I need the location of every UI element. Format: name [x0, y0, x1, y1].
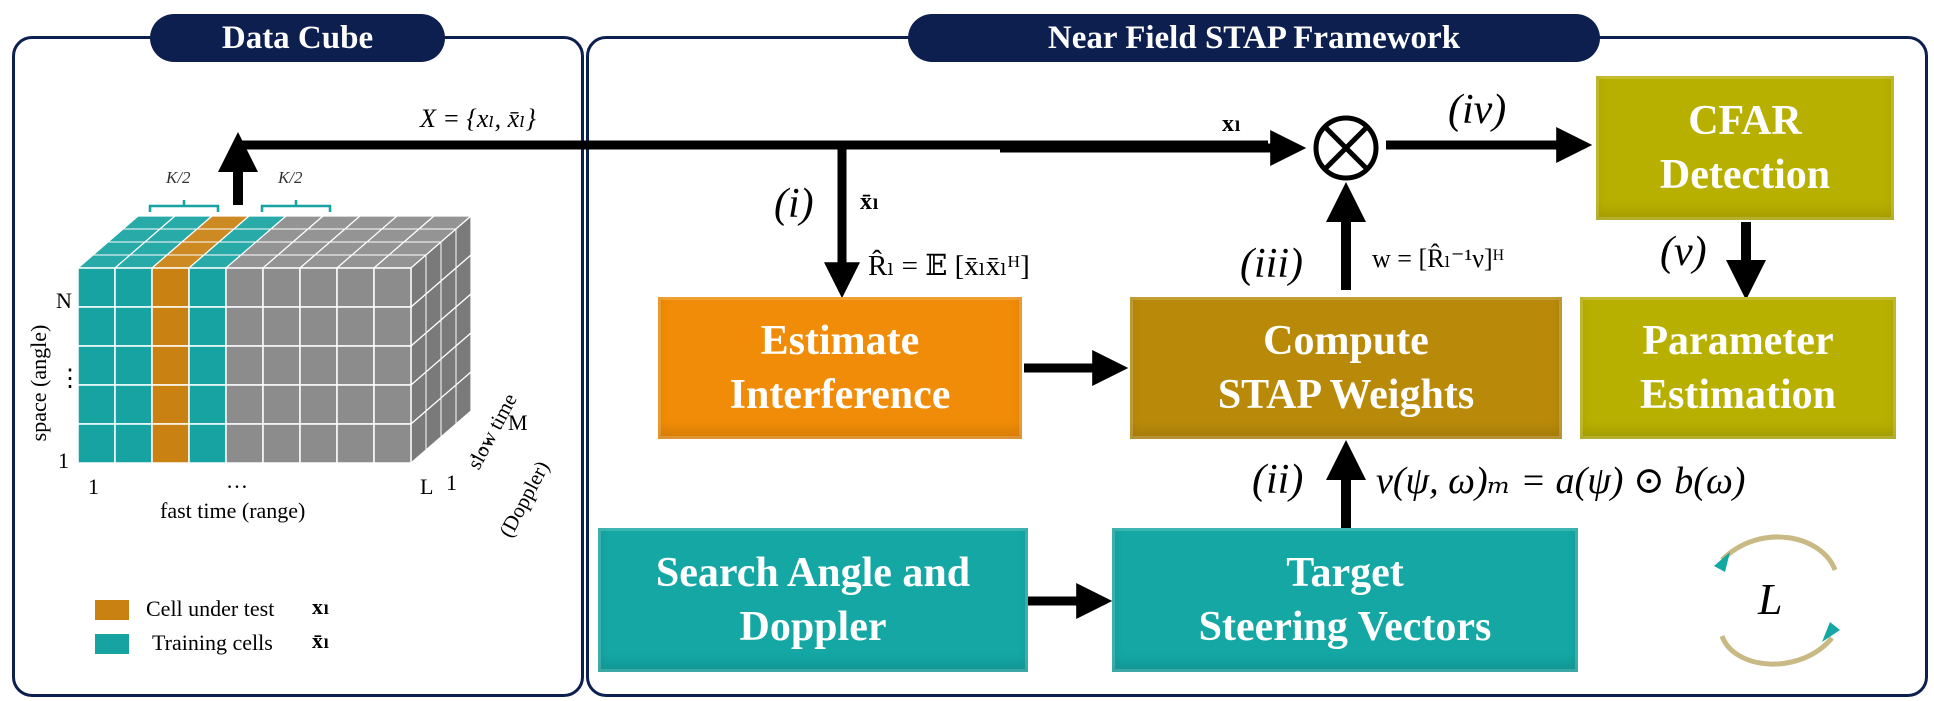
cube-cell [373, 384, 412, 425]
cube-cell [373, 423, 412, 464]
space-dots-label: ⋮ [58, 366, 82, 392]
search-angle-doppler-block: Search Angle and Doppler [598, 528, 1028, 672]
cube-cell [151, 423, 190, 464]
slow-one-label: 1 [446, 470, 457, 495]
slow-dots-label: ⋰ [470, 436, 492, 461]
cube-cell [188, 384, 227, 425]
cube-cell [188, 423, 227, 464]
step-iii-label: (iii) [1240, 241, 1303, 287]
cube-cell [77, 306, 116, 347]
estimate-interference-block: Estimate Interference [658, 297, 1022, 439]
cube-cell [336, 267, 375, 308]
fast-axis-label: fast time (range) [160, 498, 306, 523]
cube-cell [225, 384, 264, 425]
cube-cell [114, 423, 153, 464]
loop-arrow-bottom [1719, 634, 1834, 667]
cfar-detection-block: CFAR Detection [1596, 76, 1894, 220]
cube-cell [225, 423, 264, 464]
cube-cell [114, 267, 153, 308]
legend-train-label: Training cells [152, 630, 273, 655]
target-steering-block: Target Steering Vectors [1112, 528, 1578, 672]
framework-title: Near Field STAP Framework [908, 14, 1600, 62]
legend-cut-label: Cell under test [146, 596, 275, 621]
cube-cell [336, 384, 375, 425]
space-one-label: 1 [58, 448, 69, 473]
legend-train-symbol: x̄ₗ [312, 628, 330, 653]
cube-cell [373, 345, 412, 386]
data-set-label: X = {xₗ, x̄ₗ} [420, 104, 536, 133]
weights-label: w = [R̂ₗ⁻¹ν]ᴴ [1372, 244, 1505, 273]
cube-cell [336, 345, 375, 386]
step-i-label: (i) [774, 181, 814, 227]
cube-cell [77, 384, 116, 425]
compute-weights-block: Compute STAP Weights [1130, 297, 1562, 439]
fast-l-label: L [420, 474, 434, 499]
xl-label: xₗ [1222, 111, 1242, 137]
cube-cell [299, 267, 338, 308]
space-axis-label: space (angle) [26, 324, 51, 442]
k-half-right-label: K/2 [278, 168, 303, 187]
cube-cell [188, 345, 227, 386]
cube-cell [262, 384, 301, 425]
cube-cell [336, 423, 375, 464]
space-n-label: N [56, 288, 72, 313]
cube-cell [373, 306, 412, 347]
cube-cell [336, 306, 375, 347]
cube-cell [299, 345, 338, 386]
cube-cell [262, 423, 301, 464]
fast-dots-label: … [226, 468, 248, 493]
xbar-label: x̄ₗ [860, 189, 880, 215]
step-v-label: (v) [1660, 229, 1707, 275]
data-cube-title: Data Cube [150, 14, 445, 62]
legend-train-swatch [95, 634, 129, 654]
step-iv-label: (iv) [1448, 87, 1507, 133]
cube-cell [299, 384, 338, 425]
cube-cell [262, 306, 301, 347]
cube-cell [373, 267, 412, 308]
cube-cell [151, 306, 190, 347]
legend-cut-swatch [95, 600, 129, 620]
parameter-estimation-block: Parameter Estimation [1580, 297, 1896, 439]
fast-one-label: 1 [88, 474, 99, 499]
cube-cell [77, 423, 116, 464]
loop-arrow-top [1720, 534, 1838, 572]
cube-cell [299, 423, 338, 464]
covariance-label: R̂ₗ = 𝔼 [x̄ₗx̄ₗᴴ] [868, 250, 1030, 282]
k-half-left-label: K/2 [166, 168, 191, 187]
slow-m-label: M [508, 410, 528, 435]
cube-cell [114, 306, 153, 347]
loop-count-label: L [1758, 575, 1783, 624]
step-ii-label: (ii) [1252, 457, 1304, 503]
steering-label: ν(ψ, ω)ₘ = a(ψ) ⊙ b(ω) [1376, 460, 1746, 502]
legend-cut-symbol: xₗ [312, 594, 330, 619]
